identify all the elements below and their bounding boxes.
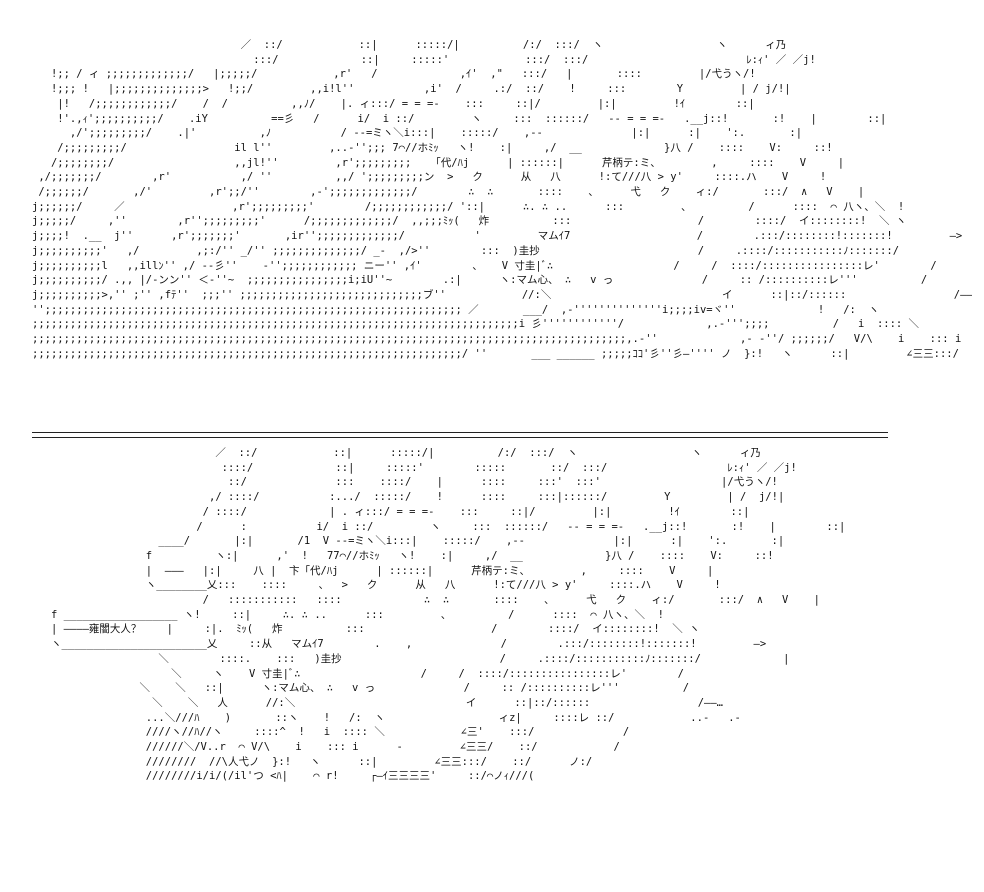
- art-line: ＼ ヽ V 寸圭|ﾞ∴ / / ::::/::::::::::::::::レ' …: [32, 667, 684, 680]
- art-line: / : i/ i ::/ ヽ ::: ::::::/ -- = = =- .__…: [32, 520, 846, 533]
- art-line: ;;;;;;;;;;;;;;;;;;;;;;;;;;;;;;;;;;;;;;;;…: [32, 318, 920, 331]
- art-line: j;;;;! .__ j'' ,r';;;;;;;' ,ir'';;;;;;;;…: [32, 230, 963, 243]
- art-line: | ――― |:| 八 | 卞「代/ﾊj | ::::::| 芹柄テ:ミ、 , …: [32, 564, 714, 577]
- art-line: :::/ ::| :::::' :::/ :::/ ﾚ:ｨ' ／ ／j!: [32, 53, 816, 66]
- panel-divider: [32, 432, 888, 438]
- art-line: ____/ |:| /1 V --=ミヽ＼i:::| :::::/ ,-- |:…: [32, 535, 785, 548]
- art-line: j;;;;;;;;;;>,'' ;'' ,fﾃ'' ;;;'' ;;;;;;;;…: [32, 288, 972, 301]
- art-line: j;;;;;;/ ／ ,r';;;;;;;;;' /;;;;;;;;;;;;/ …: [32, 200, 905, 213]
- art-line: ／ ::/ ::| :::::/| /:/ :::/ ヽ ヽ ィ乃: [32, 447, 761, 459]
- ascii-art-panel-bottom: ／ ::/ ::| :::::/| /:/ :::/ ヽ ヽ ィ乃 ::::/ …: [32, 446, 972, 882]
- art-line: !;; / ィ ;;;;;;;;;;;;;/ |;;;;;/ ,r' / ,ｲ'…: [32, 68, 756, 81]
- art-line: |! /;;;;;;;;;;;;/ / / ,,ﾉ/ |. ィ:::/ = = …: [32, 97, 755, 110]
- art-line: ;;;;;;;;;;;;;;;;;;;;;;;;;;;;;;;;;;;;;;;;…: [32, 347, 972, 360]
- art-line: !;;; ! |;;;;;;;;;;;;;;> !;;/ ,,i!l'' ,i'…: [32, 83, 791, 96]
- art-line: / ::::/ | . ィ:::/ = = =- ::: ::|/ |:| !ｲ…: [32, 505, 750, 518]
- art-line: ,/';;;;;;;;;/ .|' ,ﾉ / --=ミヽ＼i:::| :::::…: [32, 127, 803, 140]
- art-line: ::::/ ::| :::::' ::::: ::/ :::/ ﾚ:ｨ' ／ ／…: [32, 461, 797, 474]
- art-line: ////ヽ//ﾊ//ヽ ::::^ ! i :::: ＼ ∠三' :::/ /: [32, 726, 630, 739]
- art-line: ヽ________乂::: :::: 、 > ク 从 八 !:て///八 > y…: [32, 579, 721, 592]
- art-line: ;;;;;;;;;;;;;;;;;;;;;;;;;;;;;;;;;;;;;;;;…: [32, 333, 962, 346]
- art-line: !'.,ｨ';;;;;;;;;;/ .iY ==彡 / i/ i ::/ ヽ :…: [32, 112, 887, 125]
- art-line: ヽ_______________________乂 ::从 マムｲ7 . , /…: [32, 638, 767, 651]
- art-line: /;;;;;;/ ,/' ,r';;/'' ,-';;;;;;;;;;;;;/ …: [32, 186, 865, 199]
- art-line: /;;;;;;;;;/ il l'' ,..-'';;; 7⌒//ホﾐｯ ヽ! …: [32, 141, 833, 154]
- art-line: //////＼/V..r ⌒ V/\ i ::: i - ∠三三/ ::/ /: [32, 741, 620, 754]
- ascii-art-panel-top: ／ ::/ ::| :::::/| /:/ :::/ ヽ ヽ ィ乃 :::/ :…: [32, 38, 972, 428]
- art-line: '';;;;;;;;;;;;;;;;;;;;;;;;;;;;;;;;;;;;;;…: [32, 303, 879, 316]
- art-line: j;;;;;;;;;;/ .,, |/-ンン'' ＜-''~ ;;;;;;;;;…: [32, 274, 928, 287]
- art-line: j;;;;;;;;;;l ,,illﾝ'' ,/ --彡'' -'';;;;;;…: [32, 259, 937, 272]
- art-line: ////////i/i/(/il'つ <ﾊ| ⌒ r! ┌―ｲ三三三三' ::/…: [32, 770, 535, 783]
- art-line: ＼ ::::. ::: )圭抄 / .::::/:::::::::::ﾉ::::…: [32, 652, 790, 665]
- art-line: j;;;;;/ ,'' ,r'';;;;;;;;;' /;;;;;;;;;;;;…: [32, 215, 907, 228]
- art-line: f ヽ:| ,' ! 77⌒//ホﾐｯ ヽ! :| ,/ __ }八 / :::…: [32, 549, 774, 562]
- art-line: /;;;;;;;;/ ,,jl!'' ,r';;;;;;;;; 「代/ﾊj | …: [32, 156, 845, 169]
- art-line: ,/ ::::/ :.../ :::::/ ! :::: :::|::::::/…: [32, 491, 785, 504]
- art-line: ＼ ＼ ::| ヽ:マム心、 ∴ v っ / :: /::::::::::レ''…: [32, 682, 690, 695]
- art-line: ＼ ＼ 人 //:＼ イ ::|::/:::::: /――…: [32, 696, 723, 709]
- art-line: | ――――雍闇大人？ | :|. ﾐｯ( 炸 ::: / ::::/ イ:::…: [32, 623, 700, 636]
- art-line: / ::::::::::: :::: ∴ ∴ :::: 、 弋 ク ィ:/ ::…: [32, 594, 820, 607]
- art-line: ,/;;;;;;;/ ,r' ,/ '' ,,/ ';;;;;;;;;ン > ク…: [32, 171, 827, 184]
- art-line: //////// //\人弋ノ }:! ヽ ::| ∠三三:::/ ::/ ノ:…: [32, 755, 593, 768]
- art-line: ...＼///ﾊ ) ::ヽ ! /: ヽ ィz| ::::レ ::/ ..- …: [32, 711, 741, 724]
- art-line: ::/ ::: ::::/ | :::: :::' :::' |/弋うヽ/!: [32, 476, 778, 489]
- art-line: f __________________ ヽ! ::| ∴. ∴ .. ::: …: [32, 608, 664, 621]
- art-line: j;;;;;;;;;;' ,/ ,;:/'' _/'' ;;;;;;;;;;;;…: [32, 244, 972, 257]
- art-line: ／ ::/ ::| :::::/| /:/ :::/ ヽ ヽ ィ乃: [32, 39, 787, 51]
